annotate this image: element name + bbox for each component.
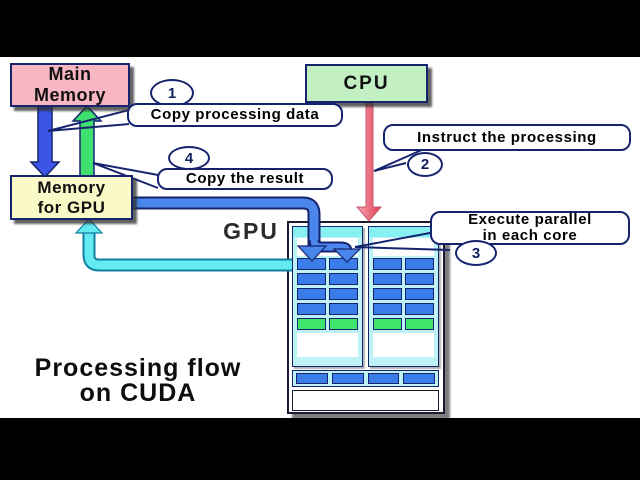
slide-title: Processing flow on CUDA xyxy=(7,356,269,406)
core-cell-blue xyxy=(373,273,402,285)
core-row xyxy=(373,318,434,330)
copy-data-arrow xyxy=(29,105,61,179)
core-cell-green xyxy=(405,318,434,330)
instruction-unit-rect xyxy=(297,238,358,256)
shared-memory-strip xyxy=(292,370,439,387)
gpu-chip-box xyxy=(287,221,445,414)
gpu-label: GPU xyxy=(223,218,279,244)
gpu-multiprocessor-panel xyxy=(292,226,363,367)
shared-memory-cell xyxy=(331,373,364,384)
core-cell-blue xyxy=(373,303,402,315)
callout-copy-processing-data: Copy processing data xyxy=(127,103,343,127)
core-row xyxy=(297,318,358,330)
core-cell-blue xyxy=(297,258,326,270)
core-cell-blue xyxy=(329,288,358,300)
instruction-unit-rect xyxy=(373,238,434,256)
panel-memory-rect xyxy=(297,333,358,357)
core-row xyxy=(373,303,434,315)
core-row xyxy=(373,258,434,270)
letterbox-bottom-bar xyxy=(0,418,640,480)
core-row xyxy=(297,288,358,300)
core-row xyxy=(297,273,358,285)
step-4-badge: 4 xyxy=(168,146,210,170)
core-cell-green xyxy=(329,318,358,330)
letterbox-top-bar xyxy=(0,0,640,57)
panel-memory-rect xyxy=(373,333,434,357)
slide-title-line2: on CUDA xyxy=(79,379,197,407)
core-row xyxy=(373,273,434,285)
step-2-badge: 2 xyxy=(407,152,443,177)
shared-memory-cell xyxy=(367,373,400,384)
gpu-memory-box: Memory for GPU xyxy=(10,175,133,220)
gpu-multiprocessor-panel xyxy=(368,226,439,367)
main-memory-box: Main Memory xyxy=(10,63,130,107)
panel-header-strip xyxy=(293,227,362,237)
core-grid xyxy=(369,258,438,330)
instruct-arrow xyxy=(355,101,383,222)
core-cell-blue xyxy=(297,273,326,285)
shared-memory-cell xyxy=(296,373,328,384)
core-cell-blue xyxy=(373,288,402,300)
callout-execute-parallel: Execute parallel in each core xyxy=(430,211,630,245)
slide-title-line1: Processing flow xyxy=(34,354,242,382)
core-row xyxy=(297,258,358,270)
panel-header-strip xyxy=(369,227,438,237)
device-memory-rect xyxy=(292,390,439,411)
core-cell-blue xyxy=(329,303,358,315)
core-cell-blue xyxy=(405,258,434,270)
callout-instruct-processing: Instruct the processing xyxy=(383,124,631,151)
step-3-badge: 3 xyxy=(455,240,497,266)
core-cell-blue xyxy=(405,273,434,285)
cpu-box: CPU xyxy=(305,64,428,103)
core-cell-blue xyxy=(405,303,434,315)
core-cell-green xyxy=(297,318,326,330)
core-cell-blue xyxy=(297,303,326,315)
core-cell-blue xyxy=(329,258,358,270)
core-cell-blue xyxy=(405,288,434,300)
callout-1-tail xyxy=(47,109,130,132)
core-cell-green xyxy=(373,318,402,330)
callout-copy-result: Copy the result xyxy=(157,168,333,190)
return-result-arrowhead xyxy=(74,218,104,234)
shared-memory-cell xyxy=(403,373,435,384)
copy-result-arrow xyxy=(71,104,103,178)
core-row xyxy=(297,303,358,315)
core-row xyxy=(373,288,434,300)
core-cell-blue xyxy=(329,273,358,285)
core-grid xyxy=(293,258,362,330)
core-cell-blue xyxy=(373,258,402,270)
core-cell-blue xyxy=(297,288,326,300)
